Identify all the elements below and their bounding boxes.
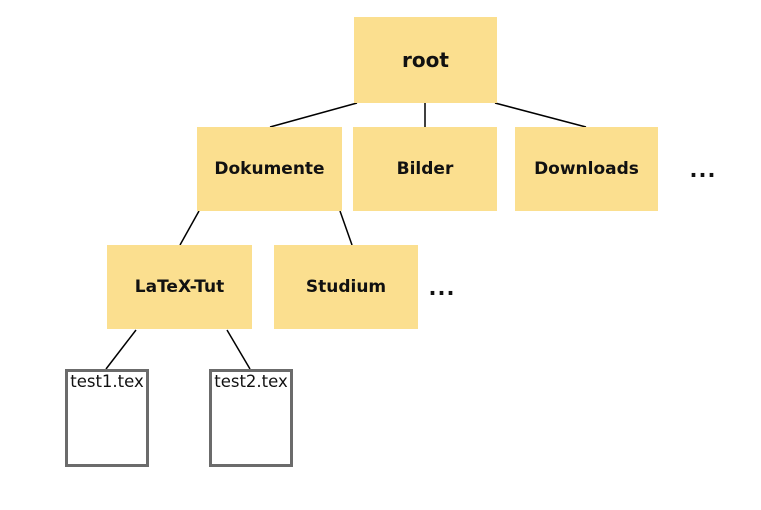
edge-latex-tut-test1 [105,329,137,370]
node-latex-tut: LaTeX-Tut [107,245,252,329]
node-studium: Studium [274,245,418,329]
ellipsis-level2: ... [689,158,717,182]
node-root: root [354,17,497,103]
edge-dokumente-latex-tut [179,210,200,246]
edge-root-downloads [494,102,587,128]
edge-root-dokumente [269,102,358,128]
edge-latex-tut-test2 [226,329,251,370]
node-test1-file: test1.tex [65,369,149,467]
node-bilder: Bilder [353,127,497,211]
file-label-test1: test1.tex [70,372,144,391]
file-label-test2: test2.tex [214,372,288,391]
ellipsis-level3: ... [428,276,456,300]
node-dokumente: Dokumente [197,127,342,211]
node-downloads: Downloads [515,127,658,211]
edge-dokumente-studium [339,210,353,246]
node-test2-file: test2.tex [209,369,293,467]
